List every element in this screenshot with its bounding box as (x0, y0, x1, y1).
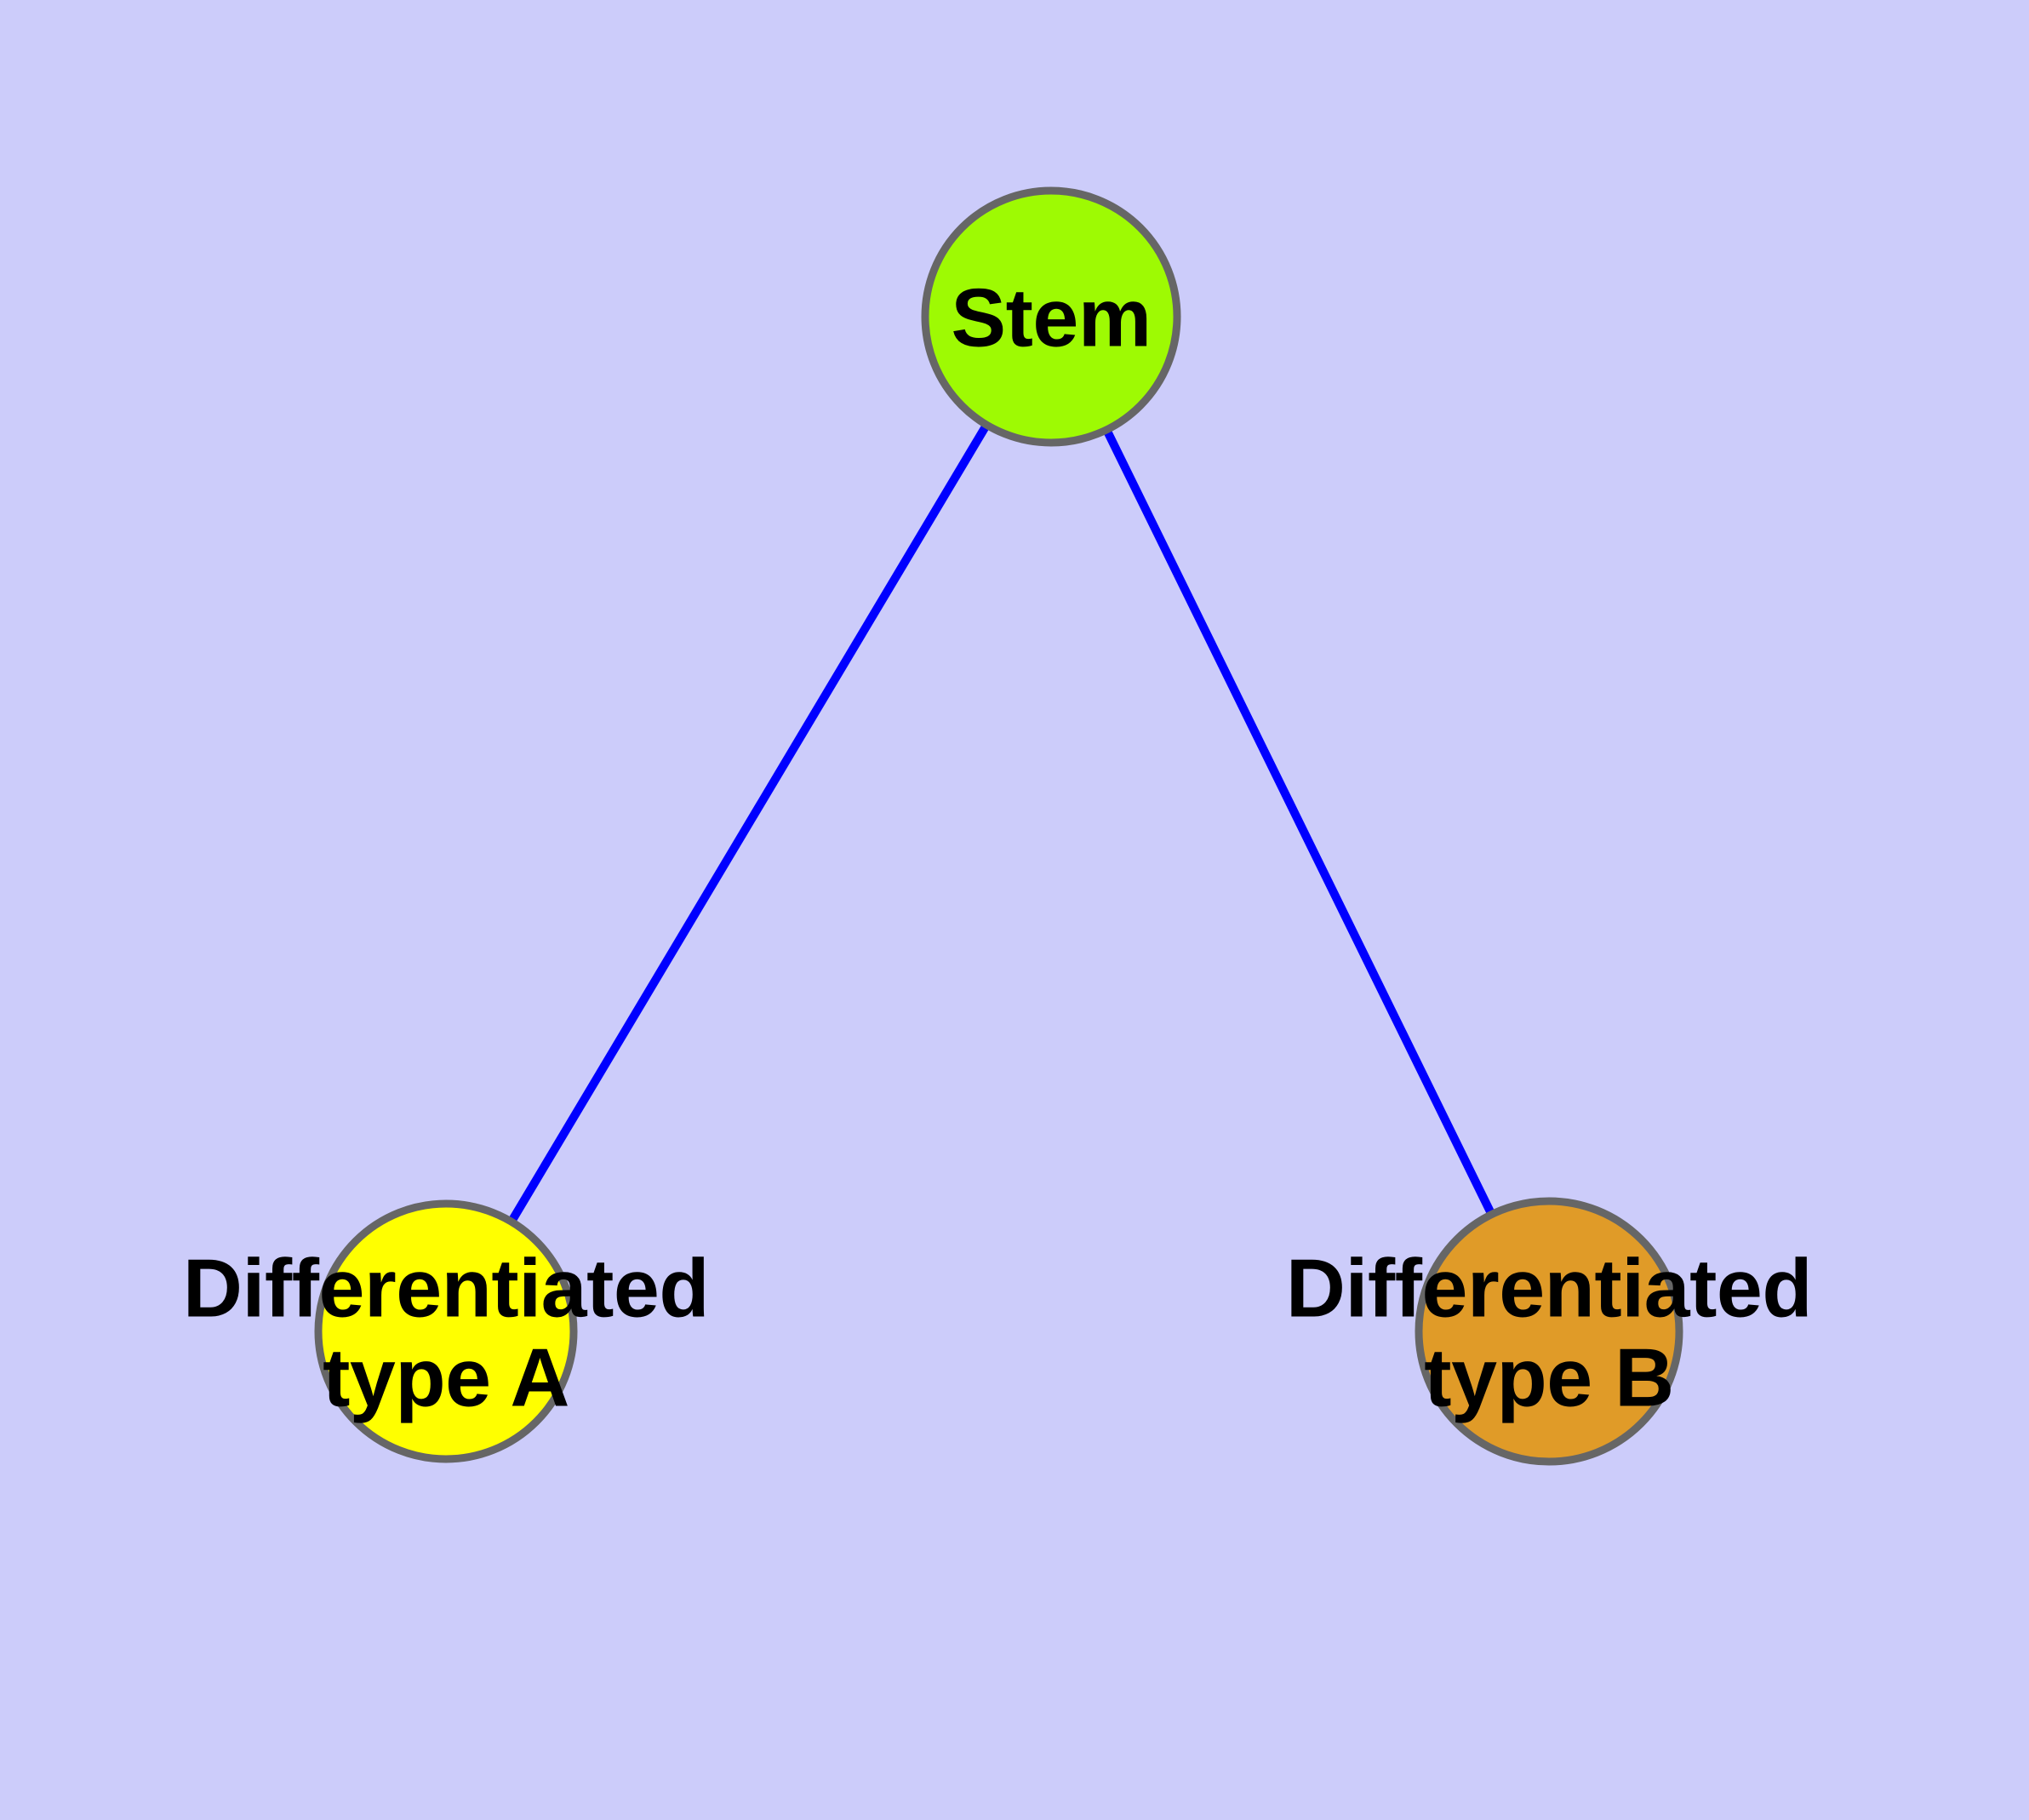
node-differentiated-type-a[interactable] (314, 1199, 578, 1463)
node-stem[interactable] (921, 186, 1181, 447)
edge-stem-to-differentiated-type-b (1103, 429, 1495, 1216)
edge-layer (508, 424, 1495, 1223)
node-differentiated-type-b[interactable] (1415, 1197, 1683, 1466)
edge-stem-to-differentiated-type-a (508, 424, 990, 1223)
node-layer (314, 186, 1683, 1466)
